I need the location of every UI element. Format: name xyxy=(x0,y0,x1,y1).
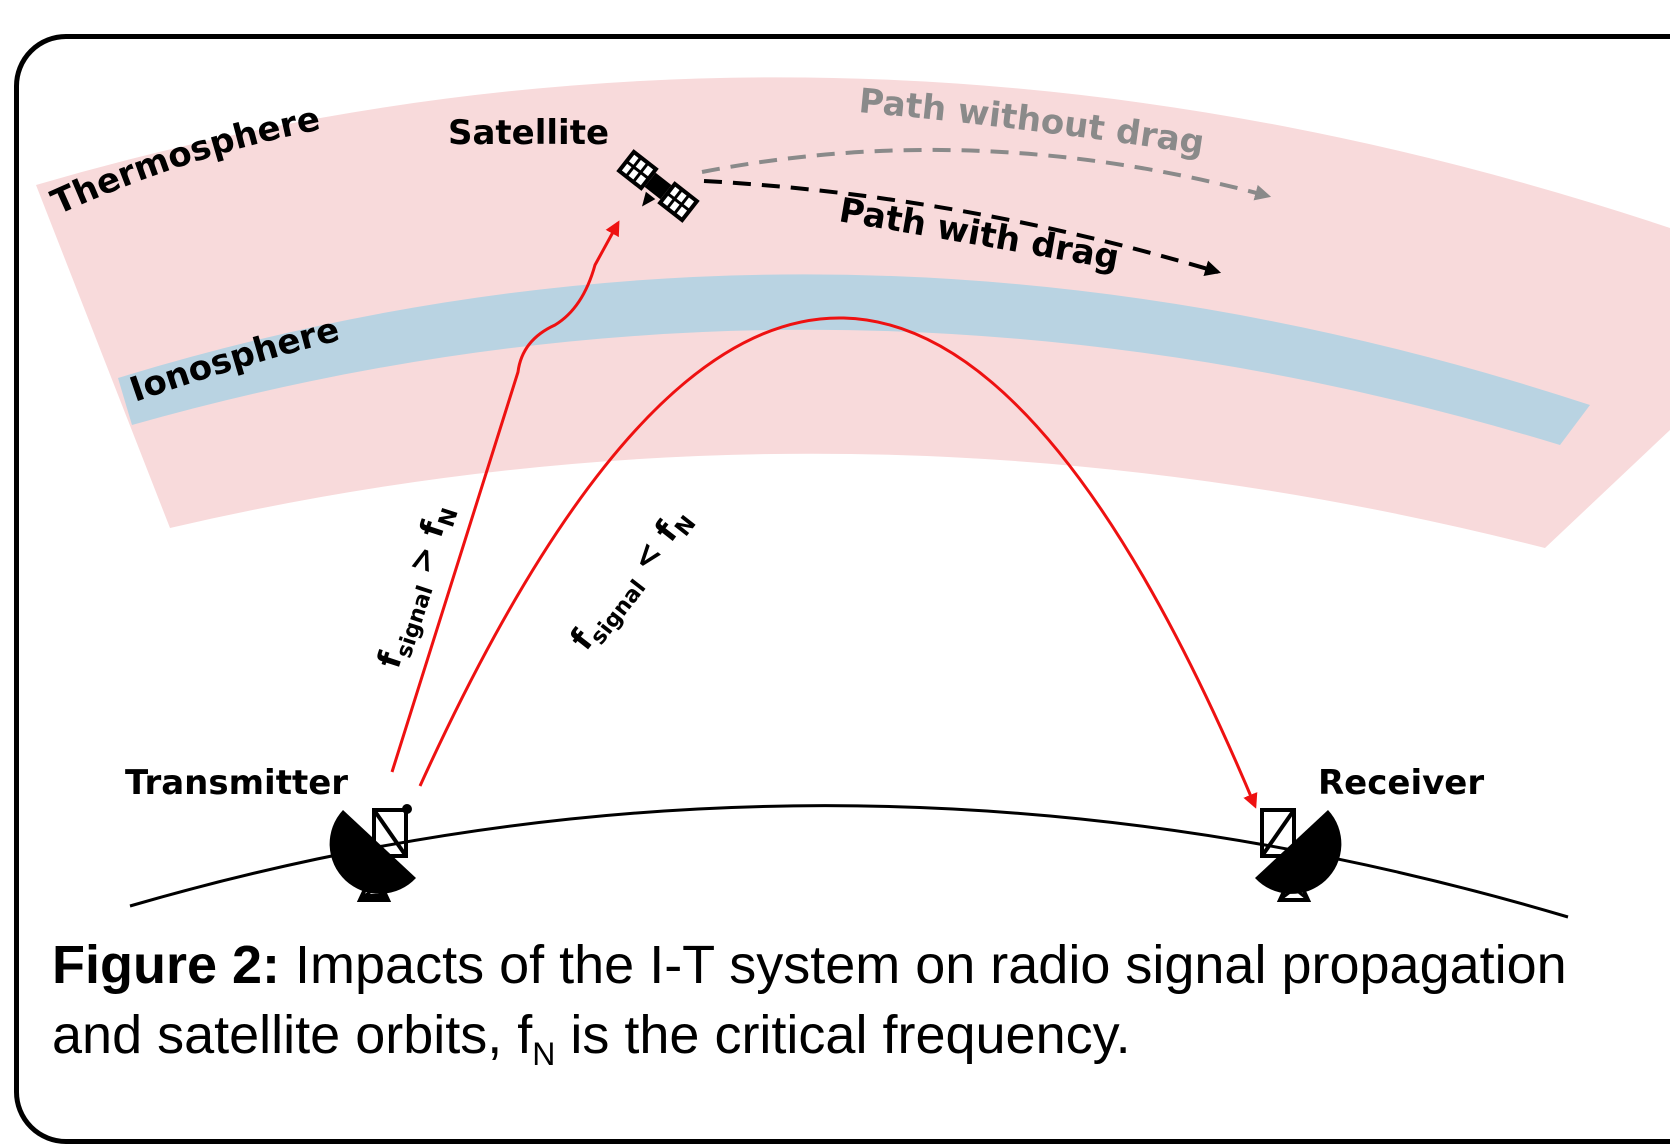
signal-low-frequency-path xyxy=(418,316,1258,809)
satellite-icon xyxy=(616,149,700,223)
ionosphere-band xyxy=(118,274,1590,445)
caption-text-before: Impacts of the I-T system on radio signa… xyxy=(52,935,1567,1065)
signal-low-frequency-label: fsignal < fN xyxy=(562,500,701,661)
caption-label: Figure 2: xyxy=(52,935,281,995)
caption-text-after: is the critical frequency. xyxy=(555,1005,1131,1065)
receiver-dish-icon xyxy=(1255,808,1342,902)
diagram-canvas: Thermosphere Ionosphere Satellite Path w… xyxy=(36,77,1670,919)
receiver-label: Receiver xyxy=(1318,763,1484,803)
caption-subscript: N xyxy=(532,1035,556,1072)
path-with-drag-line xyxy=(703,179,1222,277)
transmitter-dish-icon xyxy=(329,804,416,902)
satellite-label: Satellite xyxy=(448,113,609,153)
transmitter-label: Transmitter xyxy=(125,763,348,803)
signal-high-frequency-path xyxy=(390,220,620,773)
figure-caption: Figure 2: Impacts of the I-T system on r… xyxy=(52,930,1652,1070)
